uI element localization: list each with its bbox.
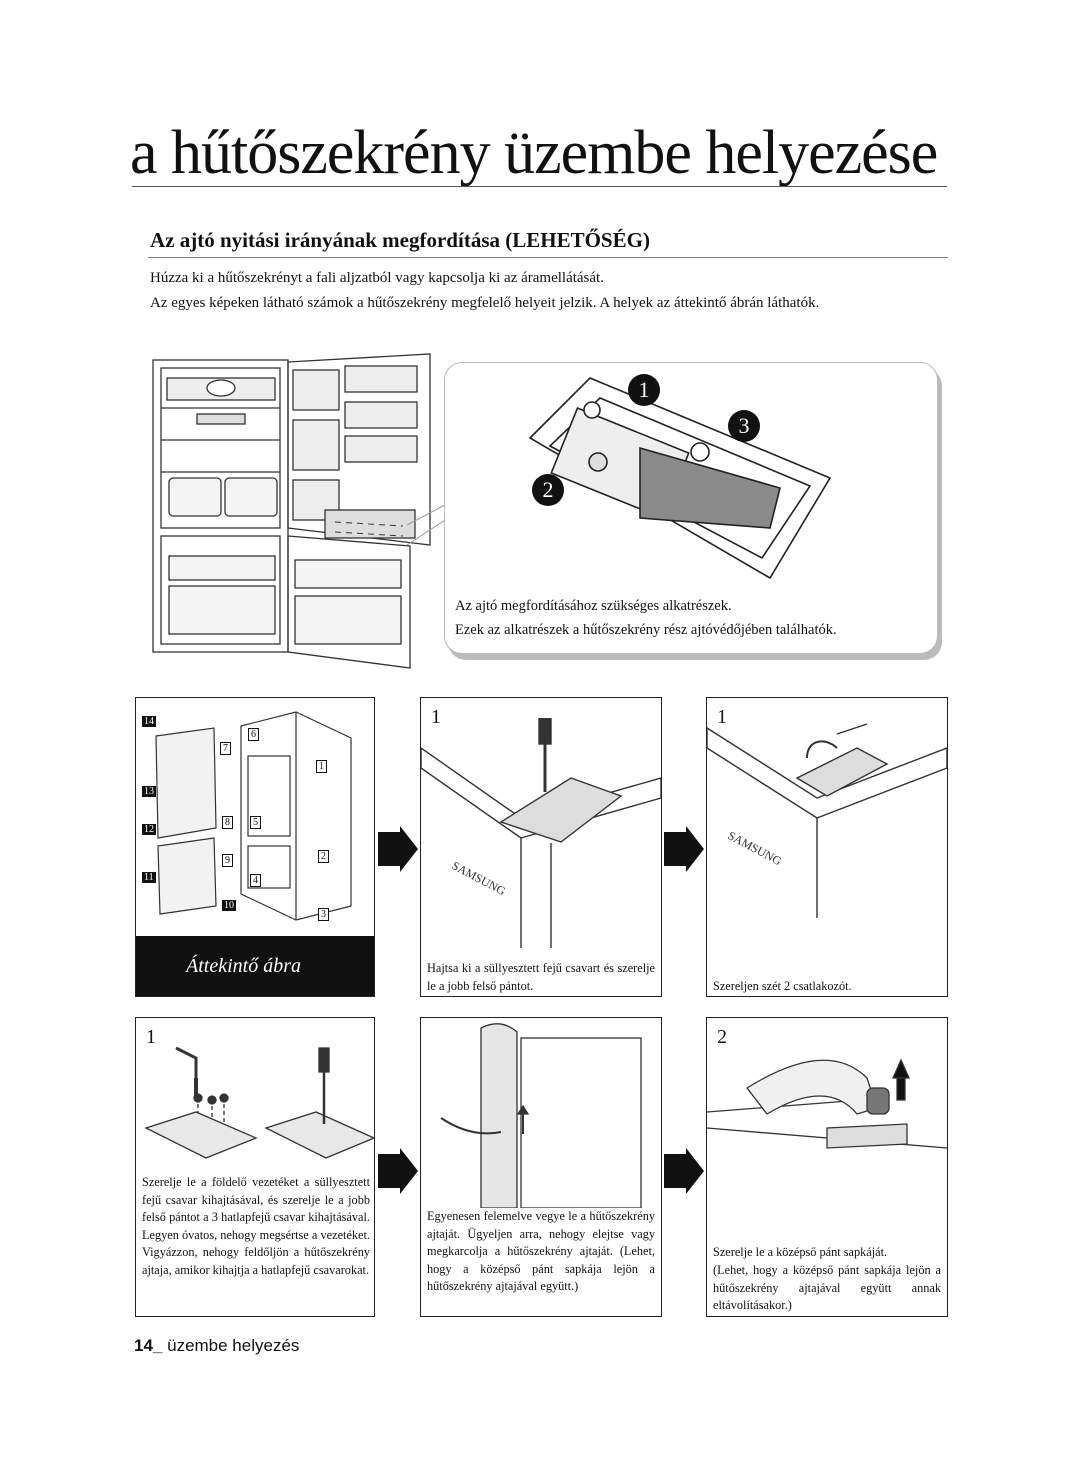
- page-title: a hűtőszekrény üzembe helyezése: [130, 119, 938, 187]
- heading-divider: [148, 257, 948, 258]
- middle-hinge-cap-illustration: [707, 1058, 947, 1149]
- parts-caption-2: Ezek az alkatrészek a hűtőszekrény rész …: [455, 622, 837, 638]
- page-footer: 14_ üzembe helyezés: [134, 1336, 299, 1356]
- overview-marker-10: 10: [222, 900, 236, 911]
- connector-illustration: SAMSUNG: [707, 723, 947, 918]
- step-caption: Egyenesen felemelve vegye le a hűtőszekr…: [427, 1209, 655, 1293]
- overview-marker-5: 5: [250, 816, 261, 829]
- footer-section: üzembe helyezés: [167, 1336, 300, 1355]
- hinge-screwdriver-illustration: SAMSUNG: [421, 718, 661, 948]
- step-arrow-icon: [378, 826, 418, 872]
- intro-line-1: Húzza ki a hűtőszekrényt a fali aljzatbó…: [150, 270, 604, 286]
- exploded-fridge-illustration: [155, 711, 352, 921]
- step-number: 1: [431, 706, 441, 728]
- step-panel-2: 1 SAMSUNG Szereljen szét 2 csatlakozót.: [706, 697, 948, 997]
- overview-marker-11: 11: [142, 872, 156, 883]
- title-divider: [132, 186, 947, 187]
- overview-label: Áttekintő ábra: [136, 936, 374, 996]
- overview-marker-4: 4: [250, 874, 261, 887]
- step-caption: Szerelje le a földelő vezetéket a süllye…: [142, 1175, 370, 1277]
- step-caption-note: (Lehet, hogy a középső pánt sapkája lejö…: [713, 1263, 941, 1312]
- step-arrow-icon: [664, 826, 704, 872]
- overview-marker-3: 3: [318, 908, 329, 921]
- step-arrow-icon: [378, 1148, 418, 1194]
- intro-line-2: Az egyes képeken látható számok a hűtősz…: [150, 295, 820, 311]
- overview-marker-1: 1: [316, 760, 327, 773]
- overview-marker-12: 12: [142, 824, 156, 835]
- overview-marker-7: 7: [220, 742, 231, 755]
- parts-caption-1: Az ajtó megfordításához szükséges alkatr…: [455, 598, 732, 614]
- page-number: 14_: [134, 1336, 163, 1355]
- overview-marker-13: 13: [142, 786, 156, 797]
- overview-marker-14: 14: [142, 716, 156, 727]
- step-panel-5: 2 Szerelje le a középső pánt sapkáját. (…: [706, 1017, 948, 1317]
- open-fridge-illustration: [152, 353, 445, 669]
- overview-marker-9: 9: [222, 854, 233, 867]
- brand-logo: SAMSUNG: [726, 828, 785, 868]
- step-caption: Hajtsa ki a süllyesztett fejű csavart és…: [427, 961, 655, 993]
- door-lift-illustration: [440, 1023, 642, 1208]
- overview-marker-2: 2: [318, 850, 329, 863]
- step-panel-1: 1 SAMSUNG Hajtsa ki a süllyesztett fejű …: [420, 697, 662, 997]
- callout-marker-3: 3: [728, 410, 760, 442]
- brand-logo: SAMSUNG: [450, 858, 509, 898]
- section-heading: Az ajtó nyitási irányának megfordítása (…: [150, 228, 650, 252]
- callout-marker-1: 1: [628, 374, 660, 406]
- hex-bolt-removal-illustration: [144, 1046, 374, 1159]
- step-arrow-icon: [664, 1148, 704, 1194]
- step-caption: Szereljen szét 2 csatlakozót.: [713, 979, 852, 993]
- step-number: 2: [717, 1026, 727, 1048]
- overview-marker-8: 8: [222, 816, 233, 829]
- step-number: 1: [717, 706, 727, 728]
- callout-marker-2: 2: [532, 474, 564, 506]
- step-panel-3: 1 Szerelje le a földelő vezetéket a süll…: [135, 1017, 375, 1317]
- door-protector-parts-illustration: [528, 377, 832, 580]
- overview-panel: 14 6 7 1 13 12 8 5 9 2 11 4 10 3 Áttekin…: [135, 697, 375, 997]
- step-number: 1: [146, 1026, 156, 1048]
- overview-marker-6: 6: [248, 728, 259, 741]
- step-panel-4: Egyenesen felemelve vegye le a hűtőszekr…: [420, 1017, 662, 1317]
- step-caption: Szerelje le a középső pánt sapkáját.: [713, 1245, 888, 1259]
